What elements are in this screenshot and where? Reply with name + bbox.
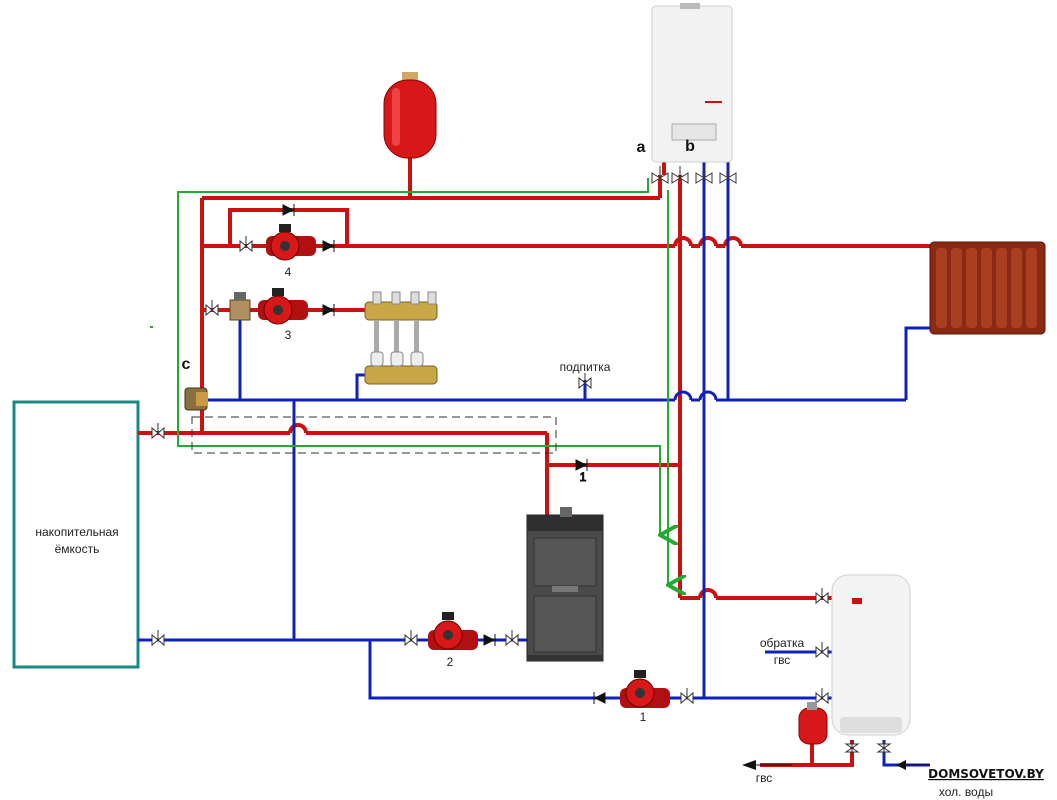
three-way-mixing-valve bbox=[229, 292, 251, 321]
pump-4-label: 4 bbox=[285, 265, 292, 279]
expansion-vessel-top bbox=[383, 72, 437, 159]
water-heater bbox=[831, 574, 911, 736]
cold-water-label: хол. воды bbox=[939, 785, 993, 799]
watermark: DOMSOVETOV.BY bbox=[928, 767, 1044, 781]
point-c-label: c bbox=[182, 356, 191, 373]
expansion-vessel-dhw bbox=[798, 702, 828, 745]
dhw-return-label-1: обратка bbox=[760, 636, 805, 650]
boiler-valves bbox=[651, 166, 737, 184]
makeup-label: подпитка bbox=[560, 360, 611, 374]
storage-tank-outline bbox=[12, 400, 140, 669]
valve-c: c bbox=[182, 356, 208, 411]
pump-4: 4 bbox=[266, 224, 316, 279]
storage-tank-label-1: накопительная bbox=[35, 525, 118, 539]
flow-indicators bbox=[150, 178, 668, 585]
storage-tank: накопительная ёмкость bbox=[12, 400, 140, 669]
supply-pipes bbox=[138, 100, 935, 767]
pump-3: 3 bbox=[258, 288, 308, 342]
gas-boiler: a b bbox=[637, 3, 733, 163]
dhw-out-label: гвс bbox=[756, 771, 773, 785]
pump-2: 2 bbox=[428, 612, 478, 669]
storage-tank-label-2: ёмкость bbox=[55, 542, 100, 556]
point-b-label: b bbox=[685, 138, 695, 155]
return-pipes bbox=[138, 160, 935, 767]
floor-heating-manifold bbox=[364, 291, 438, 385]
dhw-outlet: гвс bbox=[742, 760, 792, 785]
check-valves: 1 bbox=[282, 204, 606, 704]
radiator bbox=[929, 241, 1046, 335]
inline-valves bbox=[151, 236, 892, 756]
pump-2-label: 2 bbox=[447, 655, 454, 669]
cold-water-inlet: хол. воды bbox=[896, 760, 993, 799]
pump-1: 1 bbox=[620, 670, 670, 724]
solid-fuel-boiler bbox=[526, 507, 604, 662]
point-a-label: a bbox=[637, 139, 646, 156]
pump-1-label: 1 bbox=[640, 710, 647, 724]
dashed-bypass-zone bbox=[191, 416, 557, 454]
dhw-return-label-2: гвс bbox=[774, 653, 791, 667]
check-valve-1-label: 1 bbox=[580, 470, 587, 484]
pump-3-label: 3 bbox=[285, 328, 292, 342]
